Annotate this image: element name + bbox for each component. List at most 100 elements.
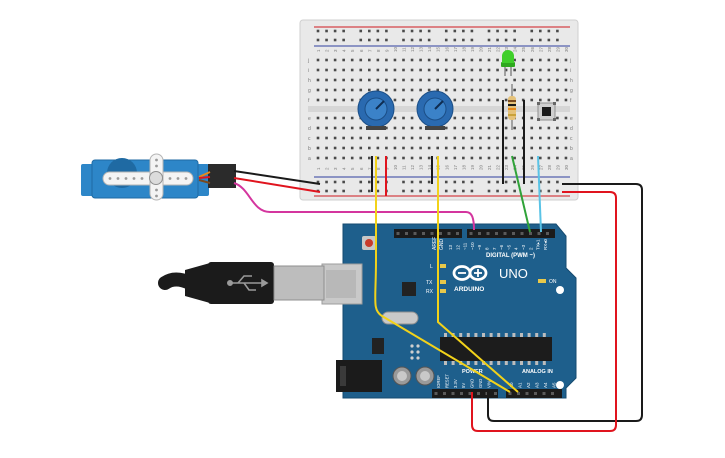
row-letter: b	[308, 146, 311, 152]
header-pin[interactable]	[508, 392, 512, 395]
terminal-hole	[487, 88, 491, 92]
header-pin[interactable]	[534, 392, 537, 395]
header-pin[interactable]	[503, 232, 507, 235]
terminal-hole	[444, 136, 448, 140]
wire-red-5v[interactable]	[471, 191, 617, 432]
rail-hole	[419, 29, 422, 33]
chip-leg	[489, 361, 493, 365]
header-pin[interactable]	[512, 232, 515, 235]
arduino-brand-text: ARDUINO	[454, 286, 484, 293]
wire-black-gnd[interactable]	[487, 183, 643, 422]
rail-hole	[504, 180, 508, 184]
pushbutton[interactable]	[537, 102, 556, 121]
terminal-hole	[325, 116, 328, 120]
header-pin[interactable]	[495, 232, 498, 235]
header-pin[interactable]	[529, 232, 532, 235]
led-on-indicator	[538, 279, 546, 283]
analog-pin-label: A3	[535, 382, 540, 388]
column-number: 26	[530, 46, 535, 52]
row-letter: c	[570, 136, 573, 142]
header-pin[interactable]	[405, 232, 408, 235]
terminal-hole	[419, 68, 422, 72]
header-pin[interactable]	[434, 392, 438, 395]
header-pin[interactable]	[468, 392, 472, 395]
header-pin[interactable]	[447, 232, 451, 235]
terminal-hole	[350, 68, 354, 72]
column-number: 8	[376, 167, 381, 170]
header-pin[interactable]	[542, 392, 546, 395]
usb-cable[interactable]	[158, 262, 325, 304]
header-pin[interactable]	[537, 232, 541, 235]
header-pin[interactable]	[456, 232, 459, 235]
usb-strain-relief	[185, 263, 210, 303]
rail-hole	[410, 29, 414, 33]
terminal-hole	[385, 146, 388, 150]
header-pin[interactable]	[396, 232, 400, 235]
header-pin[interactable]	[439, 232, 442, 235]
column-number: 11	[402, 47, 407, 52]
servo-horn	[102, 171, 194, 186]
wire-green-pin3[interactable]	[511, 155, 531, 233]
wire-servo-red[interactable]	[233, 177, 321, 193]
reset-button-cap[interactable]	[365, 239, 373, 247]
header-pin[interactable]	[413, 232, 417, 235]
column-number: 13	[419, 164, 424, 170]
wire-yellow-pot2[interactable]	[437, 156, 519, 393]
header-pin[interactable]	[525, 392, 529, 395]
rail-hole	[513, 29, 516, 33]
header-pin[interactable]	[422, 232, 425, 235]
rail-hole	[513, 38, 516, 42]
header-pin[interactable]	[451, 392, 455, 395]
terminal-hole	[462, 58, 465, 62]
digital-pin-label: 12	[455, 244, 460, 250]
rail-hole	[487, 38, 491, 42]
digital-pin-label: ~6	[499, 244, 504, 250]
column-number: 19	[470, 46, 475, 52]
header-pin[interactable]	[477, 392, 480, 395]
green-led[interactable]	[501, 50, 515, 76]
terminal-hole	[462, 68, 465, 72]
header-pin[interactable]	[478, 232, 481, 235]
terminal-hole	[410, 136, 414, 140]
terminal-hole	[350, 146, 354, 150]
header-pin[interactable]	[494, 392, 497, 395]
servo-motor[interactable]	[81, 153, 236, 201]
terminal-hole	[539, 68, 542, 72]
header-pin[interactable]	[517, 392, 520, 395]
wire-servo-black[interactable]	[233, 170, 321, 185]
potentiometer-1[interactable]	[357, 90, 395, 130]
chip-leg	[497, 361, 501, 365]
header-pin[interactable]	[546, 232, 549, 235]
header-pin[interactable]	[469, 232, 473, 235]
terminal-hole	[470, 58, 474, 62]
terminal-hole	[325, 68, 328, 72]
terminal-hole	[564, 116, 568, 120]
header-pin[interactable]	[430, 232, 434, 235]
header-pin[interactable]	[443, 392, 446, 395]
header-pin[interactable]	[520, 232, 524, 235]
resistor[interactable]	[508, 84, 516, 130]
terminal-hole	[504, 126, 508, 130]
led-l-indicator	[440, 264, 446, 268]
rail-hole	[359, 29, 363, 33]
header-pin[interactable]	[460, 392, 463, 395]
terminal-hole	[376, 146, 380, 150]
rail-hole	[530, 29, 534, 33]
wire-servo-magenta[interactable]	[233, 182, 475, 231]
terminal-hole	[556, 88, 559, 92]
potentiometer-2[interactable]	[416, 90, 454, 130]
terminal-hole	[385, 136, 388, 140]
wire-yellow-pot1[interactable]	[374, 156, 511, 393]
pushbutton-cap[interactable]	[542, 107, 551, 116]
resistor-band	[508, 114, 516, 116]
rail-hole	[487, 180, 491, 184]
wire-cyan-pin2[interactable]	[537, 155, 542, 233]
terminal-hole	[350, 88, 354, 92]
rail-hole	[368, 189, 371, 193]
servo-horn-holes	[108, 158, 188, 198]
rail-hole	[530, 180, 534, 184]
header-pin[interactable]	[486, 232, 490, 235]
header-pin[interactable]	[551, 392, 554, 395]
terminal-hole	[393, 126, 397, 130]
